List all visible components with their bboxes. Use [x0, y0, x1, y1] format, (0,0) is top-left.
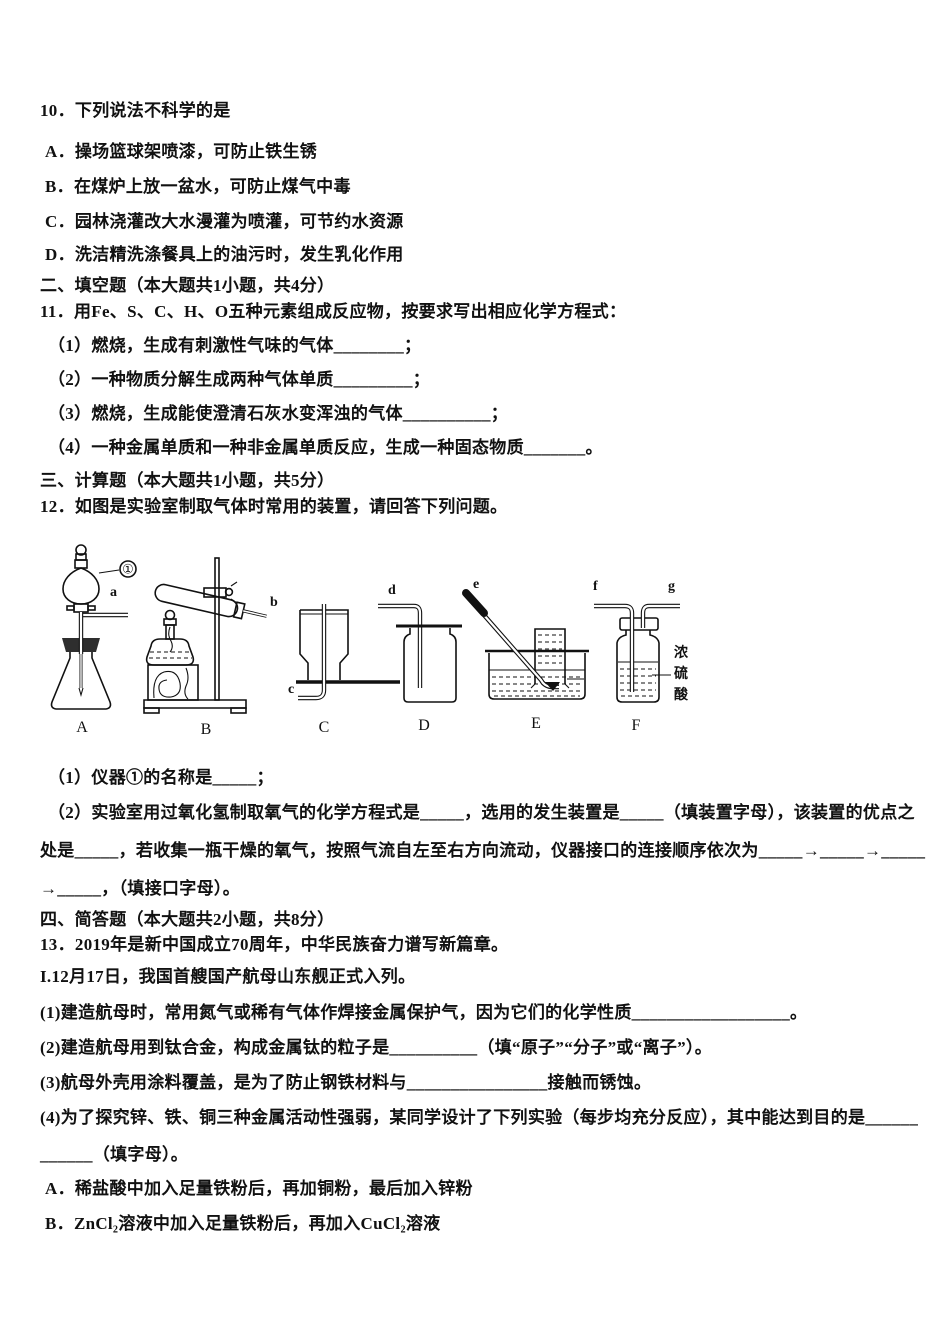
question-12-part-1: （1）仪器①的名称是_____； [48, 768, 274, 787]
port-d-label: d [388, 583, 396, 598]
apparatus-e-label: E [531, 715, 541, 732]
apparatus-a-label: A [76, 719, 88, 736]
question-11-stem: 11．用Fe、S、C、H、O五种元素组成反应物，按要求写出相应化学方程式： [40, 302, 627, 321]
apparatus-f-label: F [632, 717, 641, 734]
question-12-part-2-line-2: 处是_____，若收集一瓶干燥的氧气，按照气流自左至右方向流动，仪器接口的连接顺… [40, 841, 926, 860]
question-10-option-c: C．园林浇灌改大水漫灌为喷灌，可节约水资源 [45, 212, 404, 231]
apparatus-c-label: C [319, 719, 330, 736]
question-11-part-4: （4）一种金属单质和一种非金属单质反应，生成一种固态物质_______。 [48, 438, 603, 457]
port-a-label: a [110, 585, 117, 600]
question-10-option-d: D．洗洁精洗涤餐具上的油污时，发生乳化作用 [45, 245, 404, 264]
port-b-label: b [270, 595, 278, 610]
question-13-sub-4-line-2: ______（填字母）。 [40, 1145, 189, 1164]
question-13-option-b: B．ZnCl₂溶液中加入足量铁粉后，再加入CuCl₂溶液 [45, 1214, 441, 1233]
port-c-label: c [288, 682, 294, 697]
section-4-header: 四、简答题（本大题共2小题，共8分） [40, 910, 335, 929]
apparatus-d: d D [378, 583, 462, 734]
question-13-sub-2: (2)建造航母用到钛合金，构成金属钛的粒子是__________（填“原子”“分… [40, 1038, 713, 1057]
apparatus-d-label: D [418, 717, 430, 734]
question-13-sub-3: (3)航母外壳用涂料覆盖，是为了防止钢铁材料与________________接… [40, 1073, 652, 1092]
section-2-header: 二、填空题（本大题共1小题，共4分） [40, 276, 335, 295]
question-12-stem: 12．如图是实验室制取气体时常用的装置，请回答下列问题。 [40, 497, 508, 516]
question-11-part-1: （1）燃烧，生成有刺激性气味的气体________； [48, 336, 422, 355]
question-11-part-2: （2）一种物质分解生成两种气体单质_________； [48, 370, 431, 389]
apparatus-a: ① a A [50, 544, 137, 736]
question-13-part-i: I.12月17日，我国首艘国产航母山东舰正式入列。 [40, 967, 416, 986]
question-12-part-2-line-3: →_____，（填接口字母）。 [40, 879, 240, 898]
apparatus-figure: ① a A [48, 542, 728, 747]
apparatus-c: c C [288, 604, 400, 736]
callout-1-label: ① [122, 563, 134, 578]
apparatus-f: f g F [593, 579, 680, 734]
question-10-stem: 10．下列说法不科学的是 [40, 101, 231, 120]
port-f-label: f [593, 579, 598, 594]
port-e-label: e [473, 577, 479, 592]
question-10-option-a: A．操场篮球架喷漆，可防止铁生锈 [45, 142, 318, 161]
reagent-label: 浓硫酸 [674, 646, 688, 703]
question-13-sub-4-line-1: (4)为了探究锌、铁、铜三种金属活动性强弱，某同学设计了下列实验（每步均充分反应… [40, 1108, 919, 1127]
question-10-option-b: B．在煤炉上放一盆水，可防止煤气中毒 [45, 177, 351, 196]
question-13-option-a: A．稀盐酸中加入足量铁粉后，再加铜粉，最后加入锌粉 [45, 1179, 473, 1198]
section-3-header: 三、计算题（本大题共1小题，共5分） [40, 471, 335, 490]
question-12-part-2-line-1: （2）实验室用过氧化氢制取氧气的化学方程式是_____，选用的发生装置是____… [48, 803, 915, 822]
port-g-label: g [668, 579, 675, 594]
apparatus-drawing: ① a A [50, 544, 680, 738]
apparatus-e: e E [462, 577, 589, 732]
apparatus-b-label: B [201, 721, 212, 738]
question-13-sub-1: (1)建造航母时，常用氮气或稀有气体作焊接金属保护气，因为它们的化学性质____… [40, 1003, 808, 1022]
question-11-part-3: （3）燃烧，生成能使澄清石灰水变浑浊的气体__________； [48, 404, 509, 423]
apparatus-b: b B [143, 557, 278, 738]
question-13-stem: 13．2019年是新中国成立70周年，中华民族奋力谱写新篇章。 [40, 935, 509, 954]
